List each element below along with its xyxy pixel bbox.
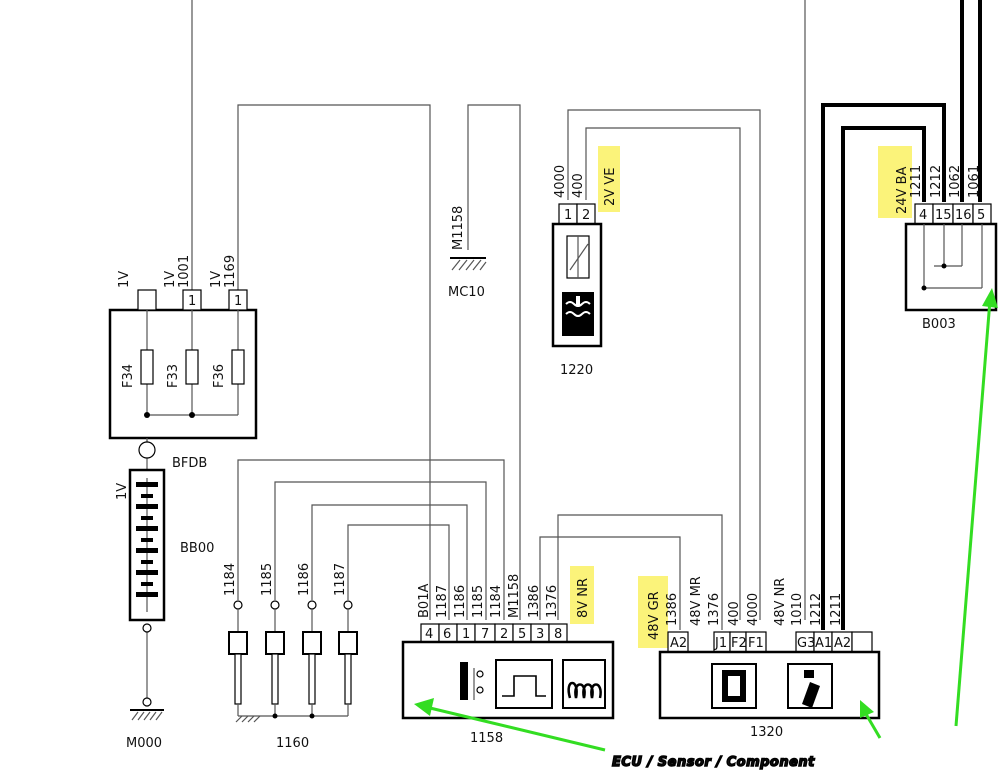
- wire-label-m1158-ground: M1158: [451, 206, 466, 250]
- ecu-pin-a2-left: A2: [670, 636, 687, 651]
- supply-label-3: 1V: [209, 271, 224, 288]
- connector-highlight-2v: [598, 146, 620, 212]
- fuse-label-f33: F33: [166, 364, 181, 388]
- wire-label-1187-relay: 1187: [435, 585, 450, 618]
- coolant-sensor: [551, 203, 603, 348]
- wire-label-1386-ecu: 1386: [665, 593, 680, 626]
- ecu-pin-f1: F1: [748, 636, 764, 651]
- relay-1158-pin-3: 3: [536, 627, 544, 642]
- wire-label-1211-ecu: 1211: [829, 593, 844, 626]
- wire-label-1386-relay: 1386: [527, 585, 542, 618]
- wire-label-1187-inj: 1187: [333, 563, 348, 596]
- ecu-pin-g3: G3: [797, 636, 815, 651]
- fuse-label-f36: F36: [212, 364, 227, 388]
- annotation-caption: ECU / Sensor / Component: [612, 755, 815, 770]
- battery-symbol: [128, 468, 166, 633]
- ground-name-mc10: MC10: [448, 285, 485, 300]
- b003-pin-4: 4: [919, 208, 927, 223]
- injectors: [228, 600, 358, 723]
- wire-label-1212-b003: 1212: [929, 165, 944, 198]
- relay-1158-name: 1158: [470, 731, 503, 746]
- wire-label-b01a: B01A: [417, 584, 432, 618]
- wire-label-1186-inj: 1186: [297, 563, 312, 596]
- ecu-pin-a2-right: A2: [834, 636, 851, 651]
- connector-label-48v-nr: 48V NR: [773, 578, 788, 626]
- wire-label-400-sensor: 400: [571, 173, 586, 198]
- ecu-pin-a1: A1: [815, 636, 832, 651]
- wire-label-4000-sensor: 4000: [553, 165, 568, 198]
- ecu-pin-j1: J1: [714, 636, 727, 651]
- ecu-name: 1320: [750, 725, 783, 740]
- wire-label-1169: 1169: [223, 255, 238, 288]
- connector-label-8v-nr: 8V NR: [576, 578, 591, 618]
- wire-label-1212-ecu: 1212: [809, 593, 824, 626]
- connector-highlight-8v: [570, 566, 594, 624]
- wire-label-1010: 1010: [790, 593, 805, 626]
- wire-label-1185-relay: 1185: [471, 585, 486, 618]
- wire-label-400-ecu: 400: [727, 601, 742, 626]
- coolant-pin-1: 1: [564, 208, 572, 223]
- wire-label-m1158-relay: M1158: [507, 574, 522, 618]
- connector-highlight-24v: [878, 146, 912, 218]
- ecu-pin-f2: F2: [731, 636, 747, 651]
- connector-highlight-48v-gr: [638, 576, 668, 648]
- fuse-pin-1b: 1: [234, 294, 242, 309]
- ground-name-main: M000: [126, 736, 162, 751]
- relay-1158-pin-2: 2: [500, 627, 508, 642]
- wire-label-1376-ecu: 1376: [707, 593, 722, 626]
- fuse-pin-1a: 1: [188, 294, 196, 309]
- b003-pin-16: 16: [955, 208, 972, 223]
- wire-label-1186-relay: 1186: [453, 585, 468, 618]
- relay-1158-pin-8: 8: [554, 627, 562, 642]
- relay-1158-pin-6: 6: [443, 627, 451, 642]
- wire-label-1211-b003: 1211: [909, 165, 924, 198]
- fuse-box: [108, 289, 258, 459]
- wire-label-1001: 1001: [177, 255, 192, 288]
- wire-label-1185-inj: 1185: [260, 563, 275, 596]
- battery-supply-label: 1V: [115, 483, 130, 500]
- relay-1158-pin-7: 7: [481, 627, 489, 642]
- wire-label-4000-ecu: 4000: [746, 593, 761, 626]
- b003-pin-5: 5: [977, 208, 985, 223]
- connector-label-24v-ba: 24V BA: [895, 167, 910, 214]
- connector-label-48v-gr: 48V GR: [647, 591, 662, 640]
- ecu-1320: [658, 631, 881, 720]
- relay-1158: [401, 623, 615, 720]
- b003-pin-15: 15: [935, 208, 952, 223]
- relay-1158-pin-4: 4: [425, 627, 433, 642]
- connector-label-2v-ve: 2V VE: [603, 168, 618, 206]
- wire-label-1184-inj: 1184: [223, 563, 238, 596]
- coolant-pin-2: 2: [582, 208, 590, 223]
- wire-label-1062: 1062: [948, 165, 963, 198]
- wire-label-1184-relay: 1184: [489, 585, 504, 618]
- supply-label-2: 1V: [163, 271, 178, 288]
- ground-symbol-mc10: [450, 257, 487, 271]
- relay-1158-pin-5: 5: [518, 627, 526, 642]
- annotation-arrows: [414, 288, 998, 752]
- coolant-sensor-name: 1220: [560, 363, 593, 378]
- wires: [146, 0, 982, 700]
- relay-1158-pin-1: 1: [462, 627, 470, 642]
- battery-name: BB00: [180, 541, 214, 556]
- wire-label-1061: 1061: [967, 165, 982, 198]
- fusebox-name: BFDB: [172, 456, 207, 471]
- connector-label-48v-mr: 48V MR: [689, 576, 704, 626]
- relay-box-name: B003: [922, 317, 956, 332]
- relay-box-b003: [904, 203, 998, 312]
- injectors-name: 1160: [276, 736, 309, 751]
- ground-symbol-main: [130, 697, 164, 721]
- supply-label-1: 1V: [117, 271, 132, 288]
- fuse-label-f34: F34: [121, 364, 136, 388]
- wire-label-1376-relay: 1376: [545, 585, 560, 618]
